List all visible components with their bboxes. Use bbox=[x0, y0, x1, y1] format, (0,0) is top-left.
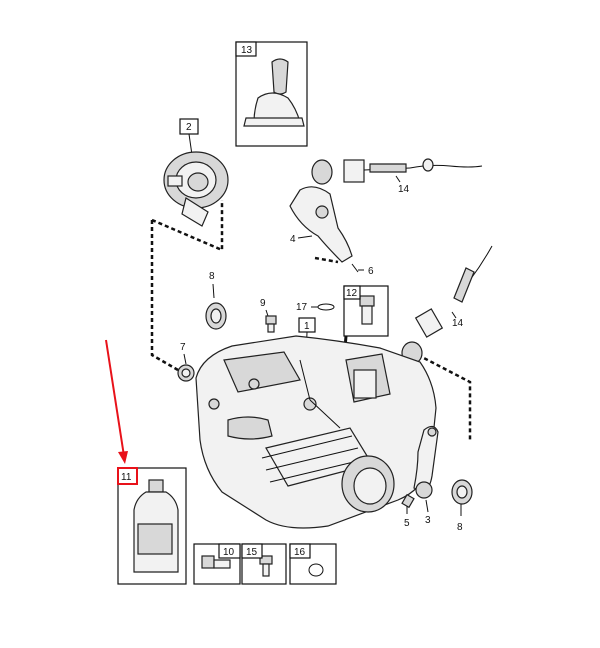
part-4-release-fork bbox=[289, 186, 353, 263]
callout-8-left: 8 bbox=[209, 271, 215, 282]
callout-4: 4 bbox=[290, 234, 296, 245]
gearbox-housing bbox=[195, 335, 437, 529]
callout-box-15 bbox=[241, 543, 263, 559]
part-5-pin bbox=[401, 493, 415, 509]
part-8-seal-left bbox=[205, 302, 227, 330]
part-3-selector-lever bbox=[413, 425, 439, 499]
part-14-shift-cable-upper bbox=[311, 158, 483, 185]
guide-line-left bbox=[150, 220, 179, 372]
callout-box-13 bbox=[235, 41, 257, 57]
part-9-bolt bbox=[265, 315, 277, 333]
callout-11: 11 bbox=[121, 472, 132, 483]
callout-5: 5 bbox=[404, 518, 410, 529]
part-2-release-bearing bbox=[163, 151, 229, 227]
guide-line-right bbox=[417, 353, 472, 440]
callout-box-10 bbox=[218, 543, 241, 559]
callout-8-right: 8 bbox=[457, 522, 463, 533]
part-11-oil-bottle bbox=[117, 467, 187, 585]
part-6-pin bbox=[351, 263, 359, 273]
callout-14-upper: 14 bbox=[398, 184, 410, 195]
callout-9: 9 bbox=[260, 298, 266, 309]
callout-13: 13 bbox=[241, 45, 253, 56]
callout-box-16 bbox=[289, 543, 311, 559]
part-7-seal bbox=[177, 364, 195, 382]
callout-12: 12 bbox=[346, 288, 358, 299]
callout-16: 16 bbox=[294, 547, 306, 558]
part-13-gear-knob-boot bbox=[235, 41, 308, 147]
callout-2: 2 bbox=[186, 122, 192, 133]
callout-box-11 bbox=[117, 467, 138, 485]
red-pointer-arrow bbox=[105, 339, 128, 464]
part-14-shift-cable-lower bbox=[401, 245, 493, 365]
callout-15: 15 bbox=[246, 547, 258, 558]
guide-line-fork bbox=[314, 256, 339, 264]
callout-14-lower: 14 bbox=[452, 318, 464, 329]
callout-7: 7 bbox=[180, 342, 186, 353]
part-17-o-ring bbox=[317, 303, 335, 311]
part-8-seal-right bbox=[451, 479, 473, 505]
callout-1: 1 bbox=[304, 321, 310, 332]
callout-17: 17 bbox=[296, 302, 308, 313]
callout-10: 10 bbox=[223, 547, 235, 558]
callout-3: 3 bbox=[425, 515, 431, 526]
callout-6: 6 bbox=[368, 266, 374, 277]
callout-box-12 bbox=[343, 285, 361, 300]
